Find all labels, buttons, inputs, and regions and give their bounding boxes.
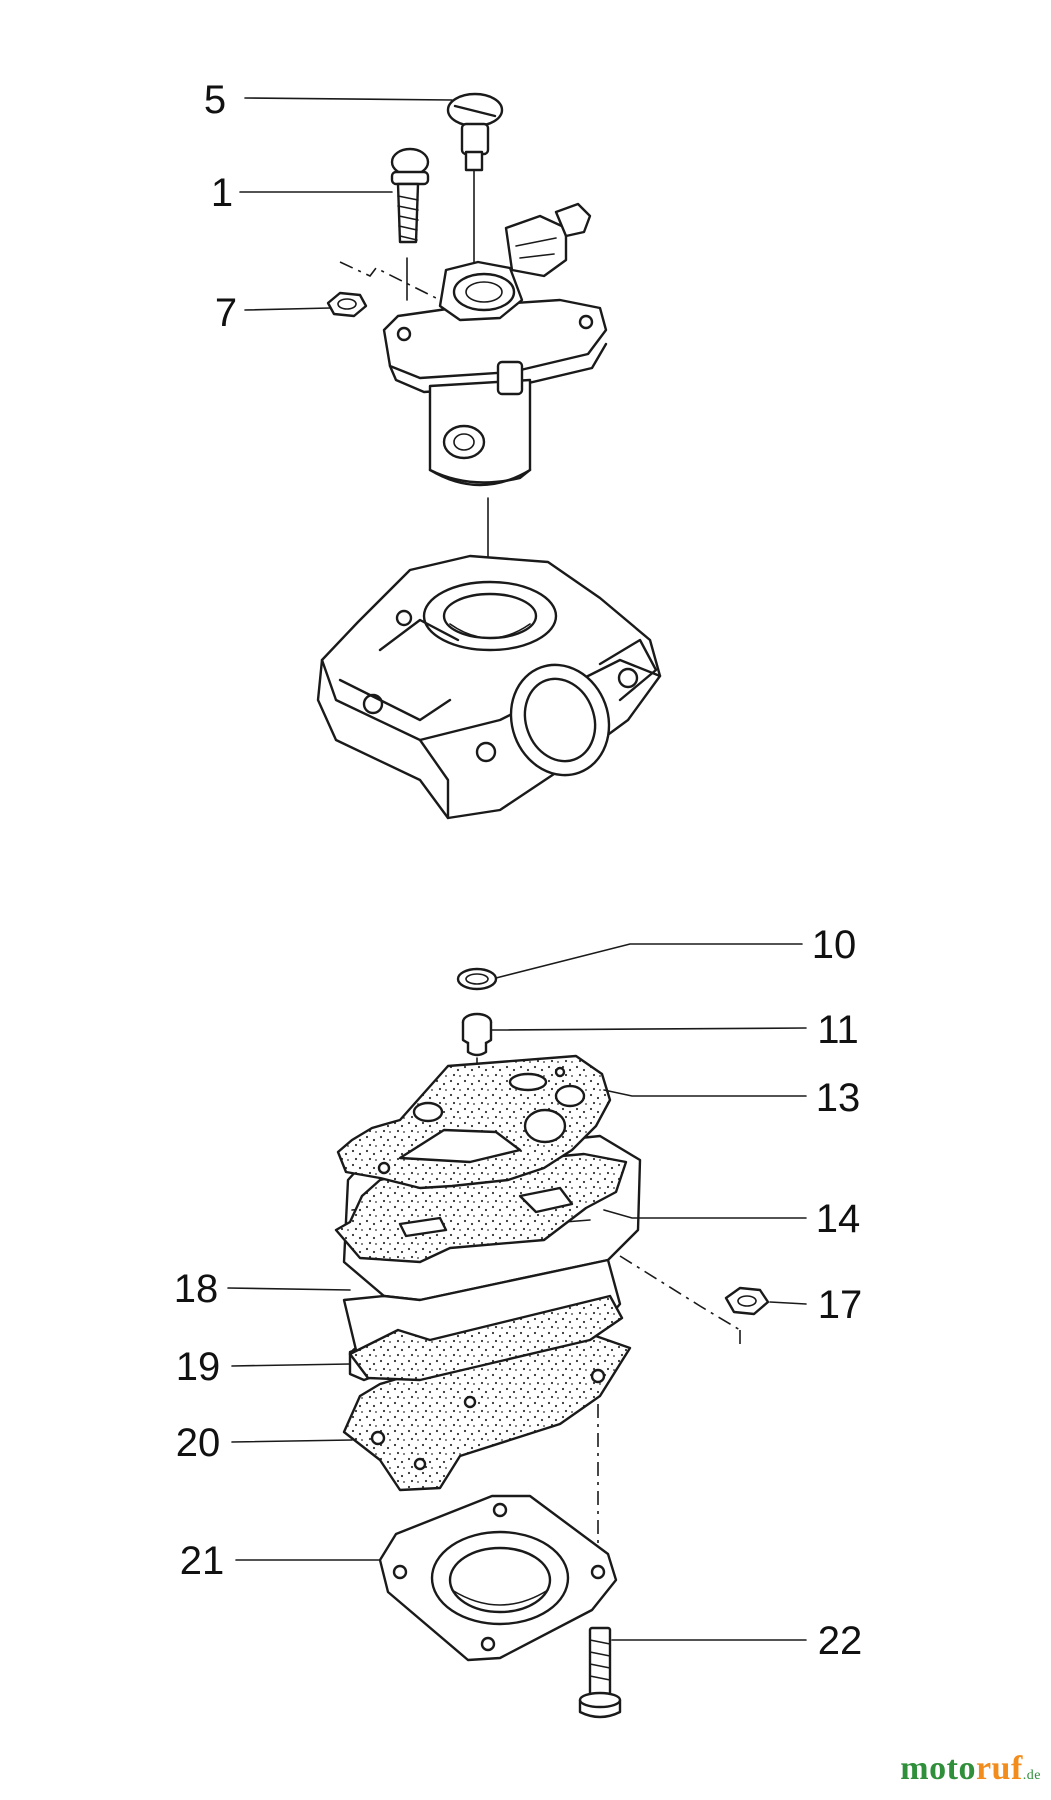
reference-line-upper [339,261,441,301]
callout-10: 10 [812,923,857,967]
callout-7: 7 [215,291,237,335]
part-1-bolt [390,147,430,301]
callout-21: 21 [180,1539,225,1583]
brand-part1: moto [900,1750,976,1787]
part-7-nut [326,291,368,318]
callout-labels: 5 1 7 10 11 13 14 18 17 19 20 21 22 [174,78,863,1663]
part-13-gasket [336,1054,612,1190]
callout-22: 22 [818,1619,863,1663]
part-20-gasket [342,1294,632,1492]
motoruf-logo: motoruf.de [900,1750,1041,1788]
callout-14: 14 [816,1197,861,1241]
brand-part2: ruf [975,1750,1023,1787]
callout-5: 5 [204,78,226,122]
leader-lines [227,97,807,1641]
part-10-o-ring [456,967,498,991]
callout-13: 13 [816,1076,861,1120]
callout-11: 11 [817,1008,859,1052]
callout-18: 18 [174,1267,219,1311]
brand-part3: .de [1022,1768,1041,1783]
part-5-screw [446,92,504,263]
reference-line-lower [619,1255,741,1331]
part-11-jet [461,1012,493,1101]
callout-20: 20 [176,1421,221,1465]
callout-19: 19 [176,1345,221,1389]
part-21-cover [378,1494,618,1662]
part-17-nut [724,1286,770,1316]
carburetor-main-body [316,554,662,820]
carburetor-top-body [382,202,608,589]
part-22-screw [578,1626,622,1719]
callout-1: 1 [211,171,233,215]
callout-17: 17 [818,1283,863,1327]
